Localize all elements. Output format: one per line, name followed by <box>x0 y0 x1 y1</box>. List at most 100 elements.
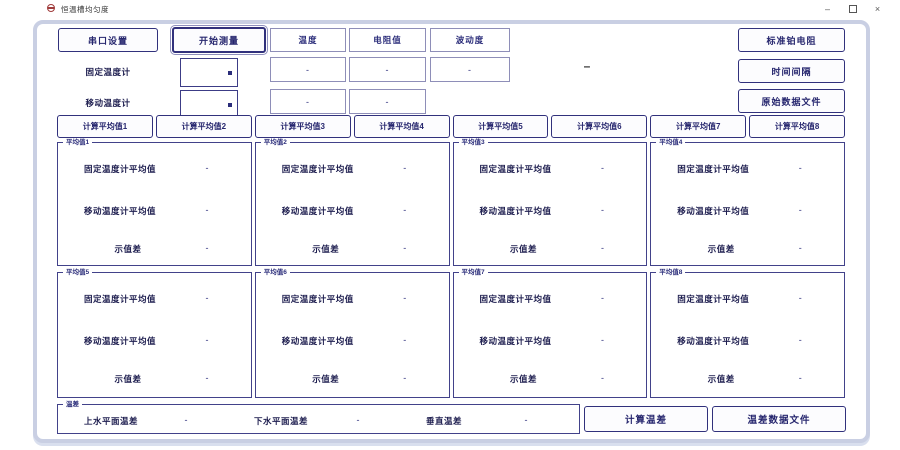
upper-plane-diff-value: - <box>184 415 188 425</box>
mobile-avg-label: 移动温度计平均值 <box>677 336 750 346</box>
raw-data-file-button[interactable]: 原始数据文件 <box>738 89 845 113</box>
fixed-avg-value: - <box>798 293 802 303</box>
temp-diff-panel: 温差 上水平面温差 - 下水平面温差 - 垂直温差 - <box>57 400 580 434</box>
panel-title: 温差 <box>63 400 82 409</box>
calc-average-7-button[interactable]: 计算平均值7 <box>650 115 747 138</box>
fixed-avg-label: 固定温度计平均值 <box>84 294 157 304</box>
maximize-icon <box>848 5 857 13</box>
mobile-avg-label: 移动温度计平均值 <box>281 206 354 216</box>
indication-diff-label: 示值差 <box>114 244 142 254</box>
panel-title: 平均值6 <box>260 268 290 277</box>
panel-title: 平均值5 <box>63 268 93 277</box>
indication-diff-value: - <box>403 243 407 253</box>
indication-diff-label: 示值差 <box>114 374 142 384</box>
fixed-thermometer-dropdown[interactable] <box>180 58 238 87</box>
fixed-temperature-value: - <box>270 57 346 82</box>
calc-average-4-button[interactable]: 计算平均值4 <box>353 115 450 138</box>
mobile-resistance-value: - <box>349 89 426 114</box>
time-interval-button[interactable]: 时间间隔 <box>738 59 845 83</box>
mobile-avg-label: 移动温度计平均值 <box>677 206 750 216</box>
minimize-icon: – <box>824 4 830 14</box>
fixed-avg-label: 固定温度计平均值 <box>479 164 552 174</box>
avg-panel-5: 平均值5 固定温度计平均值- 移动温度计平均值- 示值差- <box>57 268 252 398</box>
mobile-avg-value: - <box>205 335 209 345</box>
indication-diff-label: 示值差 <box>312 244 340 254</box>
temp-diff-file-button[interactable]: 温差数据文件 <box>712 406 846 432</box>
avg-panel-7: 平均值7 固定温度计平均值 - 移动温度计平均值 - 示值差 - <box>452 268 648 398</box>
header-temperature: 温度 <box>270 28 346 52</box>
maximize-button[interactable] <box>840 0 865 18</box>
window-controls: – × <box>815 0 890 18</box>
dropdown-arrow-icon <box>228 70 232 75</box>
avg-panel-1: 平均值1 固定温度计平均值- 移动温度计平均值- 示值差- <box>57 138 252 266</box>
mobile-avg-label: 移动温度计平均值 <box>281 336 354 346</box>
calc-average-6-button[interactable]: 计算平均值6 <box>551 115 648 138</box>
fixed-thermometer-label: 固定温度计 <box>85 67 131 77</box>
indication-diff-value: - <box>601 373 604 383</box>
indication-diff-value: - <box>798 243 802 253</box>
mobile-avg-value: - <box>601 335 604 345</box>
close-button[interactable]: × <box>865 0 890 18</box>
dash-indicator: – <box>583 59 591 73</box>
indication-diff-label: 示值差 <box>509 374 537 384</box>
fixed-fluctuation-value: - <box>430 57 510 82</box>
mobile-avg-value: - <box>403 205 407 215</box>
mobile-avg-value: - <box>798 205 802 215</box>
close-icon: × <box>874 4 881 14</box>
vertical-diff-value: - <box>524 415 528 425</box>
lower-plane-diff-value: - <box>356 415 360 425</box>
indication-diff-value: - <box>205 243 209 253</box>
avg-panel-2: 平均值2 固定温度计平均值- 移动温度计平均值- 示值差- <box>254 138 450 266</box>
mobile-thermometer-label: 移动温度计 <box>85 98 131 108</box>
calc-average-5-button[interactable]: 计算平均值5 <box>452 115 549 138</box>
avg-panel-8: 平均值8 固定温度计平均值- 移动温度计平均值- 示值差- <box>650 268 845 398</box>
calc-average-2-button[interactable]: 计算平均值2 <box>155 115 252 138</box>
panel-title: 平均值3 <box>458 138 488 147</box>
start-measure-button[interactable]: 开始测量 <box>172 27 266 53</box>
fixed-avg-value: - <box>601 163 604 173</box>
fixed-avg-label: 固定温度计平均值 <box>281 164 354 174</box>
calc-average-3-button[interactable]: 计算平均值3 <box>254 115 351 138</box>
fixed-avg-value: - <box>601 293 604 303</box>
vertical-diff-label: 垂直温差 <box>426 416 463 426</box>
header-fluctuation: 波动度 <box>430 28 510 52</box>
minimize-button[interactable]: – <box>815 0 840 18</box>
fixed-avg-label: 固定温度计平均值 <box>677 164 750 174</box>
upper-plane-diff-label: 上水平面温差 <box>84 416 139 426</box>
fixed-avg-value: - <box>205 293 209 303</box>
fixed-resistance-value: - <box>349 57 426 82</box>
mobile-avg-value: - <box>601 205 604 215</box>
mobile-avg-label: 移动温度计平均值 <box>479 206 552 216</box>
avg-panel-6: 平均值6 固定温度计平均值 - 移动温度计平均值 - 示值差 - <box>254 268 450 398</box>
serial-settings-button[interactable]: 串口设置 <box>58 28 158 52</box>
fixed-avg-label: 固定温度计平均值 <box>281 294 354 304</box>
calc-average-8-button[interactable]: 计算平均值8 <box>749 115 845 138</box>
panel-title: 平均值7 <box>458 268 488 277</box>
titlebar: 恒温槽均匀度 – × <box>0 0 900 18</box>
standard-pt-resistance-button[interactable]: 标准铂电阻 <box>738 28 845 52</box>
indication-diff-value: - <box>798 373 802 383</box>
mobile-avg-label: 移动温度计平均值 <box>479 336 552 346</box>
mobile-avg-label: 移动温度计平均值 <box>84 206 157 216</box>
fixed-avg-label: 固定温度计平均值 <box>84 164 157 174</box>
fixed-avg-value: - <box>403 293 407 303</box>
header-resistance: 电阻值 <box>349 28 426 52</box>
mobile-thermometer-dropdown[interactable] <box>180 90 238 119</box>
calc-average-1-button[interactable]: 计算平均值1 <box>57 115 153 138</box>
indication-diff-label: 示值差 <box>312 374 340 384</box>
fixed-avg-value: - <box>798 163 802 173</box>
mobile-avg-value: - <box>798 335 802 345</box>
mobile-temperature-value: - <box>270 89 346 114</box>
calc-temp-diff-button[interactable]: 计算温差 <box>584 406 708 432</box>
indication-diff-value: - <box>403 373 407 383</box>
fixed-avg-label: 固定温度计平均值 <box>677 294 750 304</box>
fixed-avg-value: - <box>403 163 407 173</box>
indication-diff-label: 示值差 <box>707 244 735 254</box>
window-title: 恒温槽均匀度 <box>61 5 109 14</box>
mobile-avg-value: - <box>403 335 407 345</box>
calc-average-row: 计算平均值1 计算平均值2 计算平均值3 计算平均值4 计算平均值5 计算平均值… <box>57 115 845 138</box>
fixed-avg-value: - <box>205 163 209 173</box>
indication-diff-value: - <box>205 373 209 383</box>
fixed-avg-label: 固定温度计平均值 <box>479 294 552 304</box>
app-icon <box>47 4 55 12</box>
